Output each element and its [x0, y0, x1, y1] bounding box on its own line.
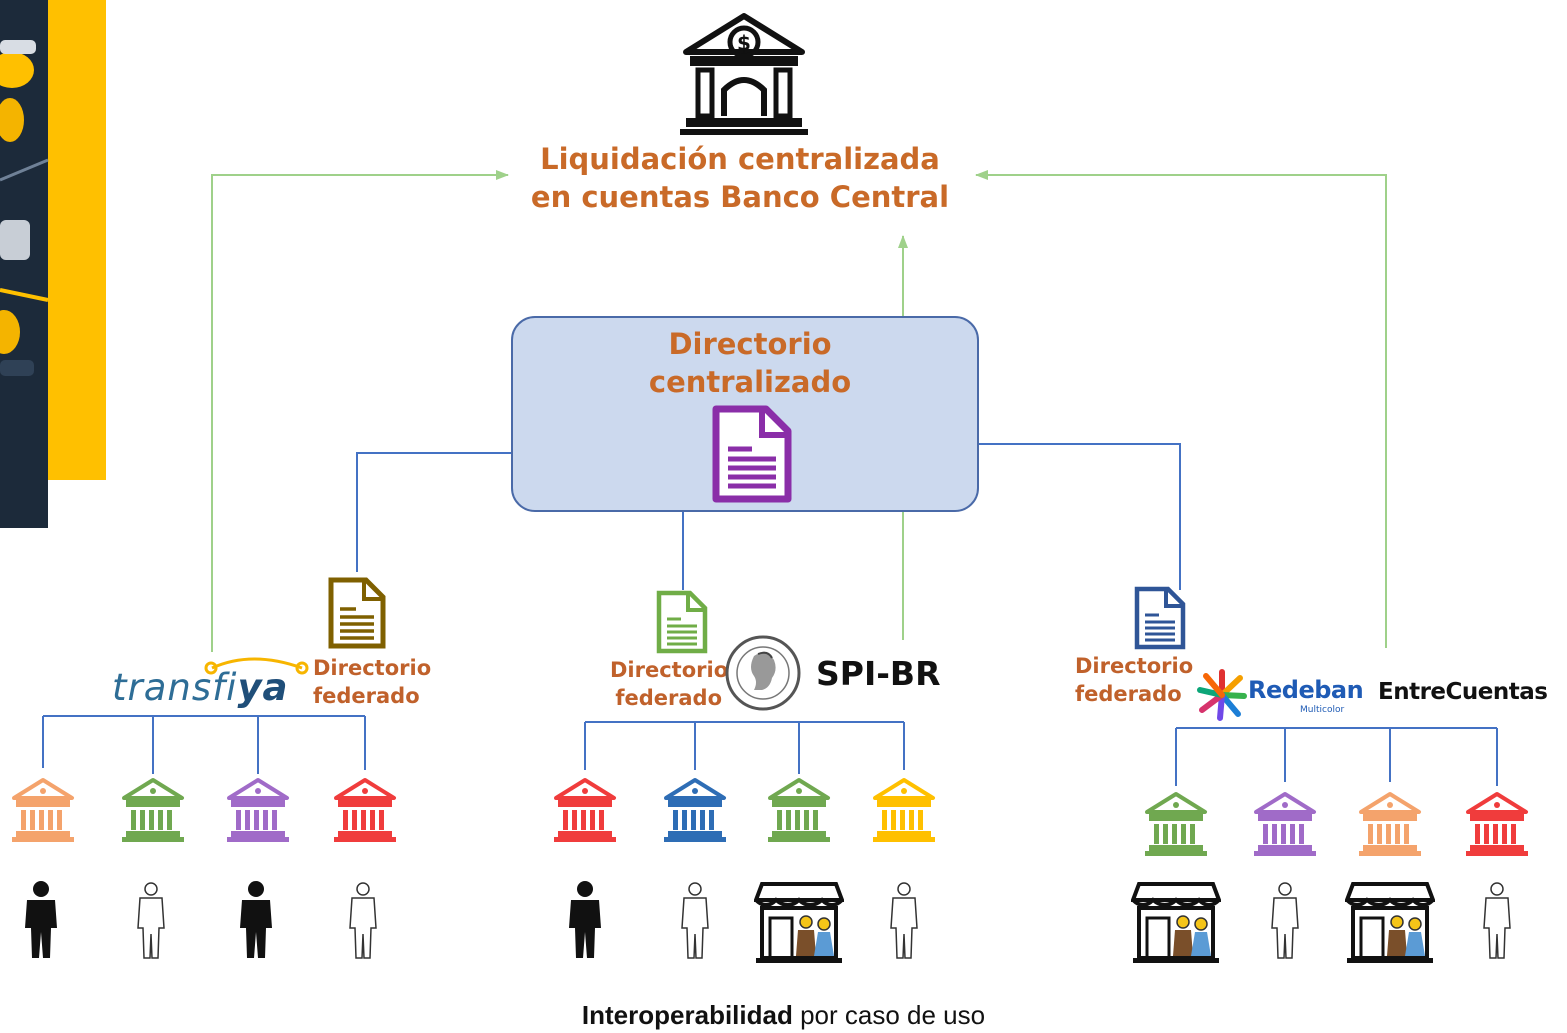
bank-icon — [10, 776, 76, 847]
spibr-logo: SPI-BR — [816, 654, 941, 693]
redeban-directory-line2: federado — [1075, 682, 1182, 706]
bank-icon — [1357, 790, 1423, 861]
person-outline-icon — [1265, 880, 1305, 965]
bank-icon — [332, 776, 398, 847]
redeban-logo-sub: Multicolor — [1300, 705, 1345, 715]
redeban-logo-main: Redeban — [1248, 676, 1364, 704]
person-outline-icon — [675, 880, 715, 965]
person-outline-icon — [343, 880, 383, 965]
person-filled-icon — [21, 880, 61, 965]
caption-bold: Interoperabilidad — [581, 1000, 793, 1030]
transfiya-directory-line1: Directorio — [313, 656, 432, 680]
person-outline-icon — [131, 880, 171, 965]
person-filled-icon — [236, 880, 276, 965]
settlement-title-line1: Liquidación centralizada — [540, 142, 940, 176]
spibr-directory-line1: Directorio — [610, 658, 729, 682]
diagram-caption: Interoperabilidad por caso de uso — [0, 1000, 1567, 1031]
bank-icon — [225, 776, 291, 847]
settlement-title-line2: en cuentas Banco Central — [530, 180, 950, 214]
bank-icon — [1464, 790, 1530, 861]
bank-icon — [552, 776, 618, 847]
spibr-directory-label: Directorio federado — [610, 656, 729, 712]
bank-icon — [662, 776, 728, 847]
transfiya-logo: transfiya — [112, 652, 312, 722]
federated-document-icon-redeban — [1134, 586, 1186, 650]
transfiya-logo-main: transfi — [112, 666, 238, 709]
bank-icon — [120, 776, 186, 847]
person-filled-icon — [565, 880, 605, 965]
transfiya-directory-line2: federado — [313, 684, 420, 708]
transfiya-directory-label: Directorio federado — [313, 654, 431, 710]
federated-document-icon-transfiya — [328, 577, 386, 649]
bank-icon — [766, 776, 832, 847]
redeban-logo: Redeban Multicolor — [1248, 675, 1378, 723]
entrecuentas-logo: EntreCuentas — [1378, 679, 1548, 705]
settlement-arrow-left — [211, 170, 509, 652]
bank-icon — [871, 776, 937, 847]
central-directory-line1: Directorio — [668, 327, 832, 361]
redeban-directory-line1: Directorio — [1075, 654, 1194, 678]
caption-rest: por caso de uso — [792, 1000, 986, 1030]
spibr-directory-line2: federado — [615, 686, 722, 710]
person-outline-icon — [884, 880, 924, 965]
bank-icon — [1252, 790, 1318, 861]
settlement-title: Liquidación centralizada en cuentas Banc… — [520, 140, 960, 216]
redeban-logo-icon — [1196, 668, 1248, 722]
central-document-icon — [712, 405, 792, 503]
central-bank-icon: $ — [680, 10, 808, 136]
federated-document-icon-spibr — [656, 590, 708, 654]
redeban-directory-label: Directorio federado — [1075, 652, 1193, 708]
svg-text:$: $ — [737, 31, 751, 55]
store-icon — [1130, 878, 1222, 969]
central-directory-line2: centralizado — [648, 365, 852, 399]
store-icon — [1344, 878, 1436, 969]
transfiya-logo-accent: ya — [237, 666, 289, 709]
bank-icon — [1143, 790, 1209, 861]
person-outline-icon — [1477, 880, 1517, 965]
banco-republica-seal-icon — [724, 634, 802, 712]
settlement-arrow-right — [975, 170, 1387, 648]
side-illustration — [0, 0, 106, 528]
store-icon — [753, 878, 845, 969]
central-directory-title: Directorio centralizado — [560, 325, 940, 401]
